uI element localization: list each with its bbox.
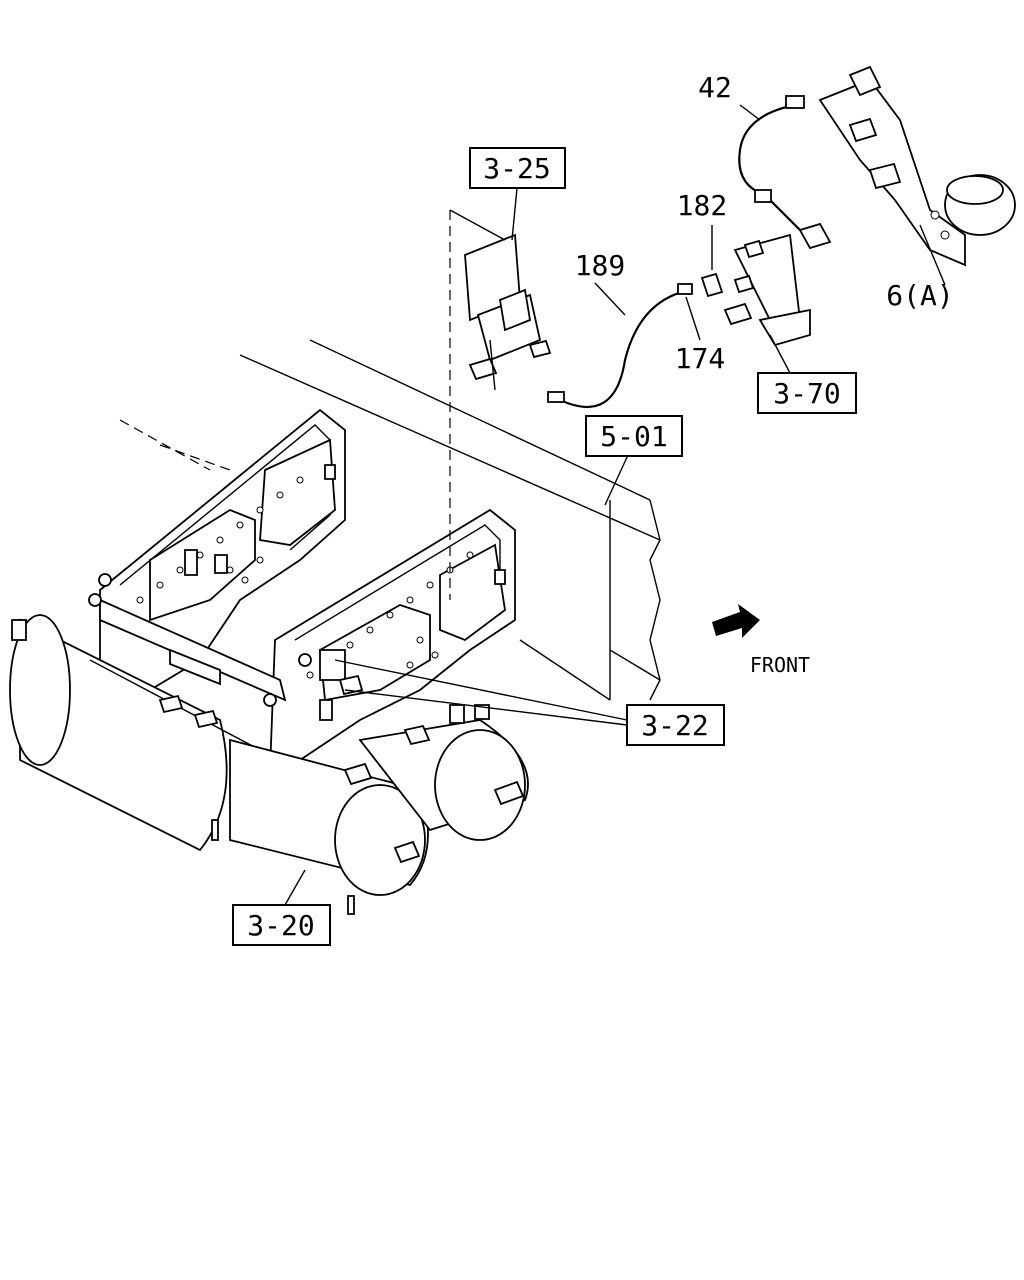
valve-assembly-6a [818,65,1016,267]
hose-189 [547,283,693,408]
callout-3-70[interactable]: 3-70 [757,372,857,414]
part-number-42[interactable]: 42 [698,71,732,104]
air-fittings [158,464,506,786]
rear-bracket-plate [99,408,346,691]
fitting-182 [700,272,724,298]
callout-3-22-label: 3-22 [641,709,708,742]
part-number-182[interactable]: 182 [677,189,728,222]
callout-3-20[interactable]: 3-20 [232,904,331,946]
callout-3-22[interactable]: 3-22 [626,704,725,746]
front-arrow-icon [712,604,760,638]
cross-brace [88,573,312,707]
air-tank-small [358,719,529,841]
hose-42 [738,95,805,231]
callout-3-20-label: 3-20 [247,909,314,942]
part-number-174[interactable]: 174 [675,342,726,375]
part-number-189[interactable]: 189 [575,249,626,282]
frame-rail [119,339,661,701]
callout-5-01[interactable]: 5-01 [585,415,683,457]
callout-3-25-label: 3-25 [483,152,550,185]
leader-lines [284,104,946,906]
callout-5-01-label: 5-01 [600,420,667,453]
callout-3-70-label: 3-70 [773,377,840,410]
air-tank-large [9,614,429,915]
part-number-6a[interactable]: 6(A) [886,279,953,312]
valve-bracket [723,222,832,347]
solenoid-valve [464,233,552,391]
callout-3-25[interactable]: 3-25 [469,147,566,189]
front-direction-label: FRONT [750,653,810,677]
